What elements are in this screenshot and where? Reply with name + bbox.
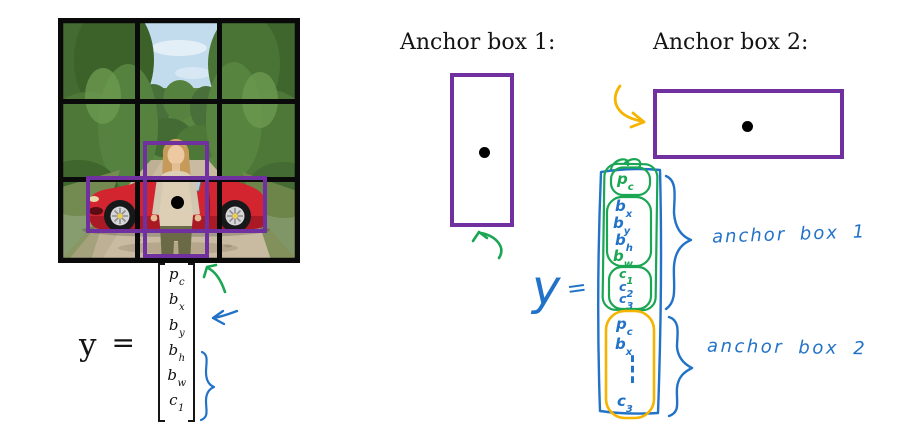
label-anchor-box-2: anchor box 2 <box>706 335 868 360</box>
vector-element-bw: bw <box>167 366 187 390</box>
blue-curly-brace-anchor1 <box>664 174 693 311</box>
vector-equation-lhs: y= <box>79 326 135 363</box>
blue-curly-brace-anchor2 <box>667 315 694 418</box>
y-symbol: y <box>79 327 97 363</box>
vector-element-c2: c2 <box>158 417 195 422</box>
anchor-box-2-title: Anchor box 2: <box>653 30 809 55</box>
vector-element-bx: bx <box>168 290 185 314</box>
label-anchor-box-1: anchor box 1 <box>711 221 867 248</box>
anchor-box-2-center-dot <box>742 121 753 132</box>
output-vector: pc bx by bh bw c1 c2 c3 <box>158 263 195 422</box>
person-midpoint-dot <box>171 196 184 209</box>
anchor-box-1-center-dot <box>479 147 490 158</box>
green-curved-arrow-icon <box>471 230 503 260</box>
blue-left-arrow-icon <box>211 309 239 326</box>
rear-wheel <box>219 200 251 232</box>
green-curved-arrow-icon <box>202 263 227 294</box>
hand-element-pc-2: pc <box>616 315 633 338</box>
person-bounding-box <box>143 141 209 258</box>
vector-element-c1: c1 <box>169 391 185 415</box>
front-wheel <box>104 200 136 232</box>
vector-element-bh: bh <box>168 340 186 364</box>
blue-curly-brace-icon <box>199 350 216 422</box>
vector-close-bracket <box>188 263 195 422</box>
vector-element-pc: pc <box>168 265 185 288</box>
green-scribble <box>609 158 642 171</box>
yellow-curved-arrow-icon <box>613 84 646 129</box>
hand-y-symbol: y <box>530 260 561 316</box>
hand-element-c3-1: c3 <box>619 291 634 312</box>
anchor-box-1-title: Anchor box 1: <box>400 30 556 55</box>
hand-element-c3-2: c3 <box>617 392 633 415</box>
vector-open-bracket <box>158 263 165 422</box>
hand-equals-symbol: = <box>565 273 589 304</box>
car-bounding-box <box>86 176 267 233</box>
anchor-box-1-rect <box>450 73 514 227</box>
person-shape <box>150 138 202 263</box>
equals-symbol: = <box>111 326 135 359</box>
hand-element-ellipsis: ⋮ <box>624 349 641 392</box>
hand-element-pc-1: pc <box>617 170 634 193</box>
vector-element-by: by <box>168 315 185 339</box>
anchor-box-2-rect <box>653 89 844 159</box>
